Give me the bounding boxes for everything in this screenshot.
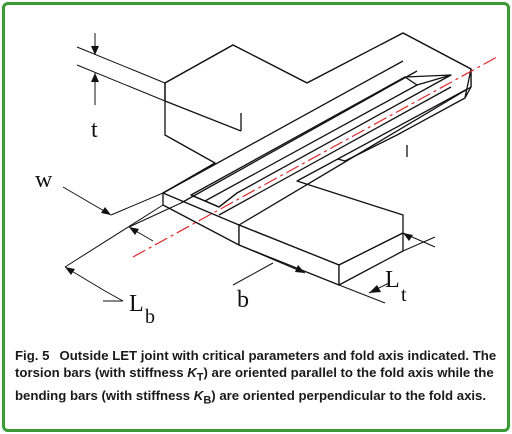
label-Lt-sub: t	[401, 284, 407, 306]
let-joint-diagram: t w L b b	[35, 32, 498, 328]
caption-number: Fig. 5	[15, 348, 50, 363]
dimension-w: w	[35, 167, 182, 242]
dimension-Lt: L t	[338, 232, 436, 306]
dimension-b: b	[232, 244, 306, 313]
label-Lt-main: L	[385, 267, 400, 293]
fold-axis-line	[132, 56, 498, 258]
label-t: t	[91, 117, 98, 143]
label-Lb-sub: b	[145, 306, 155, 328]
torsion-bar-slot	[162, 60, 472, 226]
caption-text-2: ) are oriented parallel to the fold axis…	[15, 365, 494, 403]
kt-subscript: T	[196, 371, 204, 384]
label-Lb-main: L	[129, 291, 144, 317]
caption-text-1: Outside LET joint with critical paramete…	[15, 348, 497, 380]
kb-symbol: K	[193, 387, 204, 403]
label-b: b	[237, 287, 249, 313]
kt-symbol: K	[187, 365, 197, 380]
caption-text-3: ) are oriented perpendicular to the fold…	[211, 387, 487, 403]
kb-subscript: B	[203, 394, 212, 407]
dimension-t: t	[76, 33, 166, 143]
dimension-Lb: L b	[64, 204, 164, 328]
label-w: w	[35, 167, 53, 193]
